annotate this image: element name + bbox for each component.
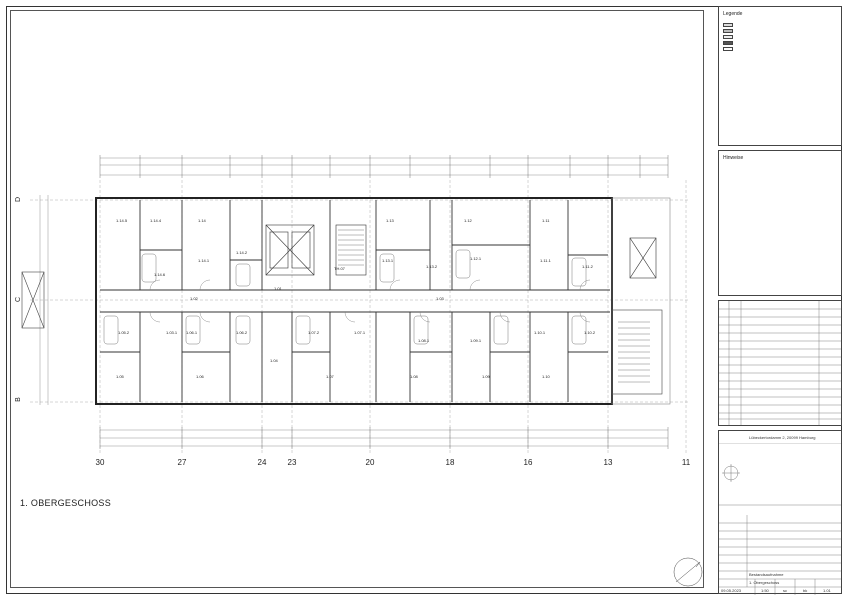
grid-axis-20: 20	[365, 458, 375, 467]
legend-panel: Legende	[718, 6, 842, 146]
legend-item	[723, 47, 733, 51]
notes-title: Hinweise	[723, 155, 744, 161]
grid-axis-23: 23	[287, 458, 297, 467]
grid-axis-16: 16	[523, 458, 533, 467]
sheet-plan-number: 1.01	[823, 588, 831, 593]
floor-title: 1. OBERGESCHOSS	[20, 498, 112, 508]
room-label: 1.05.2	[118, 330, 130, 335]
sheet-sidebar: Legende Hinweise Lübeckertordamm	[718, 6, 842, 595]
room-label: 1.06	[196, 374, 204, 379]
grid-axis-18: 18	[445, 458, 455, 467]
row-axis-d: D	[15, 196, 23, 203]
legend-item	[723, 41, 733, 45]
sheet-floor: 1. Obergeschoss	[749, 580, 780, 585]
room-label: 1.11.1	[540, 258, 551, 263]
project-address: Lübeckertordamm 2, 20099 Hamburg	[749, 435, 816, 440]
legend-item	[723, 35, 733, 39]
revision-grid	[719, 301, 841, 425]
room-label: 1.13.1	[382, 258, 394, 263]
room-label: 1.11.2	[582, 264, 593, 269]
legend-title: Legende	[723, 11, 743, 17]
title-block-rules	[719, 443, 841, 506]
room-label: 1.07	[326, 374, 334, 379]
sheet-scale: 1:50	[761, 588, 769, 593]
room-label: 1.14	[198, 218, 206, 223]
room-label: 1.06.1	[186, 330, 198, 335]
room-label: 1.12	[464, 218, 472, 223]
room-label: 1.13.2	[426, 264, 438, 269]
room-label: 1.11	[542, 218, 550, 223]
room-label: 1.01	[274, 286, 282, 291]
room-label: 1.14.4	[150, 218, 162, 223]
room-label: 1.05	[116, 374, 124, 379]
sheet-title: Bestandsaufnahme	[749, 572, 784, 577]
plan-frame	[10, 10, 704, 588]
room-label: 1.03.1	[166, 330, 178, 335]
legend-item	[723, 29, 733, 33]
room-label: 1.10.1	[534, 330, 546, 335]
row-axis-b: B	[14, 397, 22, 402]
room-label: 1.08.1	[418, 338, 430, 343]
room-label: 1.14.6	[154, 272, 166, 277]
title-block: Lübeckertordamm 2, 20099 Hamburg Be	[718, 430, 842, 595]
room-label: 1.02	[190, 296, 198, 301]
sheet-date: 09.05.2023	[721, 588, 742, 593]
room-label: 1.10	[542, 374, 550, 379]
room-label: 1.04	[270, 358, 278, 363]
grid-axis-13: 13	[603, 458, 613, 467]
grid-axis-30: 30	[95, 458, 105, 467]
row-axis-c: C	[15, 296, 23, 303]
grid-axis-27: 27	[177, 458, 187, 467]
room-label: TH.07	[334, 266, 345, 271]
sheet-checked-by: bk	[803, 588, 808, 593]
sheet-drawn-by: sc	[783, 588, 787, 593]
grid-axis-11: 11	[681, 458, 691, 467]
room-label: 1.12.1	[470, 256, 482, 261]
legend-item	[723, 23, 733, 27]
room-label: 1.06.2	[236, 330, 248, 335]
grid-axis-24: 24	[257, 458, 267, 467]
notes-panel: Hinweise	[718, 150, 842, 296]
room-label: 1.09.1	[470, 338, 482, 343]
room-label: 1.08	[410, 374, 418, 379]
room-label: 1.14.1	[198, 258, 210, 263]
title-block-rows	[719, 515, 841, 595]
room-label: 1.14.5	[116, 218, 128, 223]
room-label: 1.07.2	[308, 330, 320, 335]
room-label: 1.03	[436, 296, 444, 301]
room-label: 1.14.2	[236, 250, 248, 255]
room-label: 1.09	[482, 374, 490, 379]
room-label: 1.13	[386, 218, 394, 223]
revision-table	[718, 300, 842, 426]
room-label: 1.07.1	[354, 330, 366, 335]
room-label: 1.10.2	[584, 330, 596, 335]
